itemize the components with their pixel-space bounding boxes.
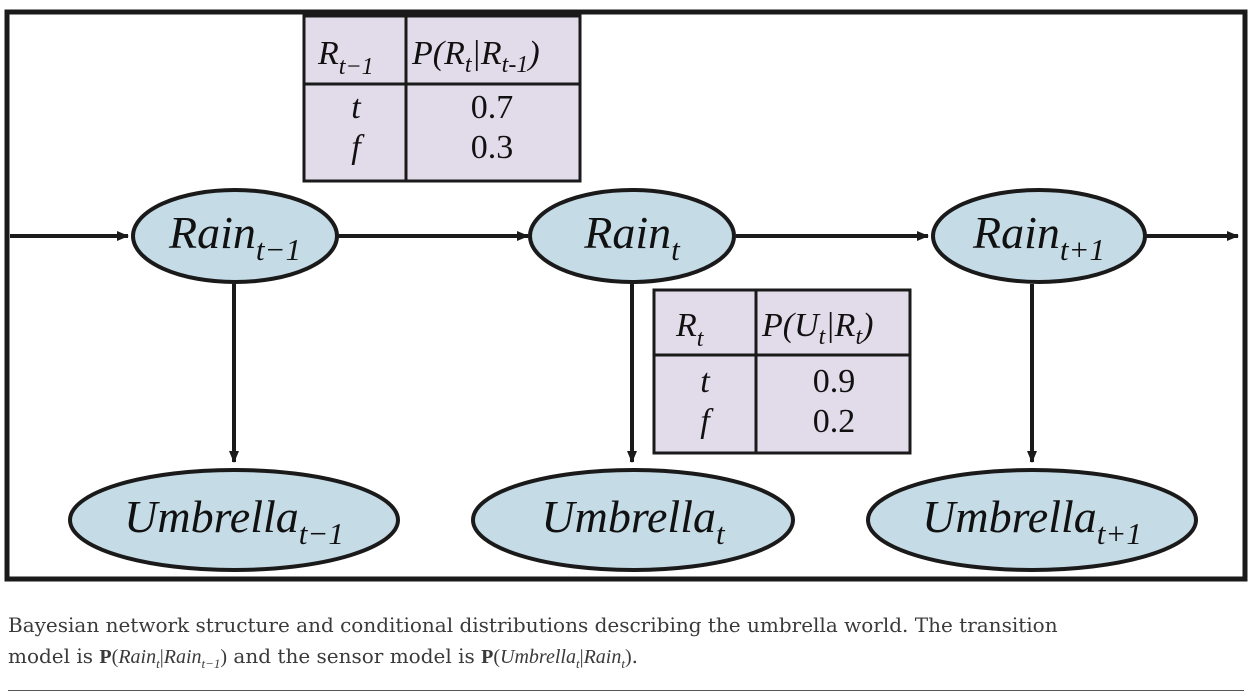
svg-text:Umbrellat−1: Umbrellat−1 — [124, 491, 344, 551]
transition-row-cond-1: t — [351, 89, 362, 126]
sensor-header-prob: P(Ut|Rt) — [761, 307, 873, 350]
svg-text:Raint−1: Raint−1 — [168, 207, 301, 267]
node-umbrella-t-plus-1: Umbrellat+1 — [866, 468, 1198, 572]
caption-line2-pre: model is — [8, 644, 100, 668]
caption-sensor-model: P(Umbrellat|Raint) — [481, 646, 632, 671]
caption-line2-mid: and the sensor model is — [227, 644, 482, 668]
svg-text:Umbrellat+1: Umbrellat+1 — [922, 491, 1142, 551]
svg-text:Umbrellat: Umbrellat — [541, 491, 726, 551]
sensor-row-cond-1: t — [700, 363, 711, 400]
caption-rule — [8, 690, 1244, 691]
sensor-header-var: Rt — [675, 307, 705, 352]
svg-text:Raint+1: Raint+1 — [972, 207, 1105, 267]
transition-header-var: Rt−1 — [317, 35, 374, 80]
node-rain-t: Raint — [528, 188, 736, 284]
node-rain-t-plus-1: Raint+1 — [931, 188, 1147, 284]
caption-line-1: Bayesian network structure and condition… — [8, 613, 1058, 637]
node-umbrella-t: Umbrellat — [471, 468, 795, 572]
figure-caption: Bayesian network structure and condition… — [8, 610, 1244, 679]
transition-row-value-1: 0.7 — [471, 89, 514, 126]
transition-cpt-table: Rt−1 P(Rt|Rt-1) t 0.7 f 0.3 — [302, 14, 582, 183]
transition-header-prob: P(Rt|Rt-1) — [411, 35, 540, 78]
sensor-row-value-2: 0.2 — [813, 403, 856, 440]
sensor-cpt-table: Rt P(Ut|Rt) t 0.9 f 0.2 — [652, 288, 912, 455]
svg-text:Raint: Raint — [583, 207, 681, 267]
node-rain-t-minus-1: Raint−1 — [131, 188, 339, 284]
umbrella-world-diagram: Rt−1 P(Rt|Rt-1) t 0.7 f 0.3 Rt P(Ut|Rt) … — [4, 9, 1248, 582]
caption-line2-end: . — [631, 644, 639, 668]
node-umbrella-t-minus-1: Umbrellat−1 — [68, 468, 400, 572]
transition-row-value-2: 0.3 — [471, 129, 514, 166]
caption-line-2: model is P(Raint|Raint−1) and the sensor… — [8, 641, 1244, 679]
sensor-row-value-1: 0.9 — [813, 363, 856, 400]
caption-transition-model: P(Raint|Raint−1) — [99, 646, 228, 671]
